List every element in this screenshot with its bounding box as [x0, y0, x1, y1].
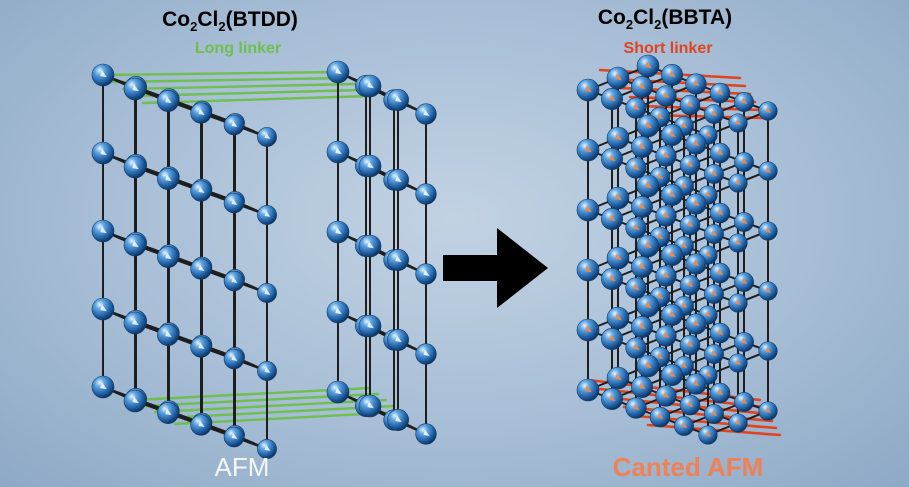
bond: [103, 72, 338, 75]
afm-state-label: AFM: [215, 452, 270, 483]
long-linker-label: Long linker: [195, 40, 281, 58]
short-linker-label: Short linker: [624, 40, 713, 58]
right-arrow-icon: [443, 228, 548, 308]
left-formula-title: Co2Cl2(BTDD): [162, 8, 298, 34]
bond: [155, 400, 386, 412]
bond: [113, 78, 346, 82]
canted-afm-state-label: Canted AFM: [613, 452, 764, 483]
bond: [123, 84, 354, 89]
right-formula-title: Co2Cl2(BBTA): [598, 6, 732, 32]
right-cobalt-atoms: [577, 55, 777, 444]
